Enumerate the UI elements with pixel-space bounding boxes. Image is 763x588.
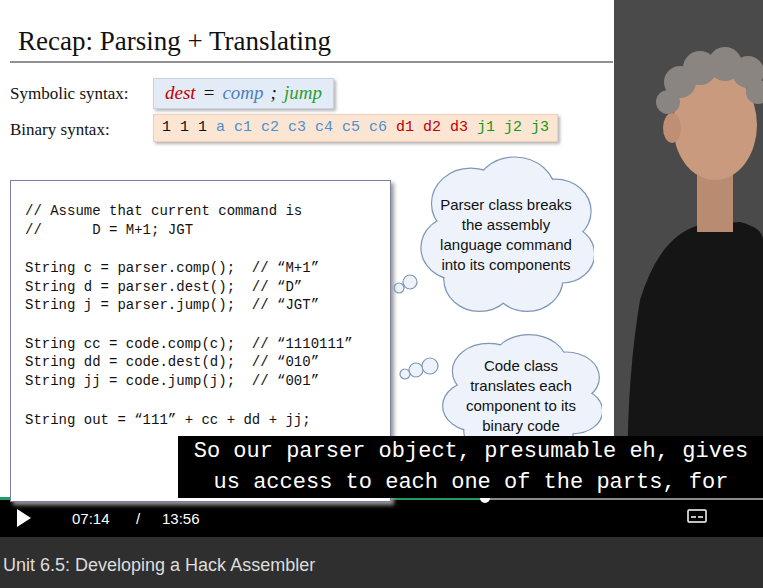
cloud-outline — [418, 156, 594, 314]
syntax-field: = — [203, 82, 216, 104]
time-separator: / — [136, 510, 140, 527]
time-current: 07:14 — [72, 510, 110, 527]
video-title: Unit 6.5: Developing a Hack Assembler — [3, 555, 315, 576]
code-line: String jj = code.jump(j); // “001” — [25, 372, 380, 391]
symbolic-syntax-box: dest = comp; jump — [153, 78, 334, 109]
callout-text: Code class translates each component to … — [456, 356, 586, 436]
control-bar — [0, 500, 763, 537]
presenter-hair — [656, 47, 763, 114]
syntax-field: dest — [165, 82, 196, 104]
presenter-ear — [663, 113, 681, 143]
code-line: String d = parser.dest(); // “D” — [25, 278, 380, 297]
syntax-field: jump — [284, 82, 322, 104]
syntax-field: ; — [271, 82, 277, 104]
code-line: String j = parser.jump(); // “JGT” — [25, 296, 380, 315]
title-rule — [10, 61, 613, 62]
callout-cloud: Parser class breaks the assembly languag… — [418, 156, 594, 314]
page-footer — [0, 537, 763, 588]
presenter-figure — [628, 47, 763, 500]
slide-title: Recap: Parsing + Translating — [18, 26, 331, 57]
binary-syntax-box: 1 1 1 a c1 c2 c3 c4 c5 c6 d1 d2 d3 j1 j2 j3 — [153, 114, 558, 142]
video-subtitle: So our parser object, presumable eh, giv… — [178, 436, 763, 498]
code-line: // Assume that current command is — [25, 202, 380, 221]
syntax-field: 1 1 1 — [162, 119, 207, 136]
syntax-field: a — [216, 119, 225, 136]
syntax-field: j1 j2 j3 — [477, 119, 549, 136]
syntax-field: d1 d2 d3 — [396, 119, 468, 136]
syntax-field: comp — [222, 82, 263, 104]
play-icon — [17, 509, 31, 527]
video-backdrop — [613, 0, 763, 500]
code-line: String c = parser.comp(); // “M+1” — [25, 259, 380, 278]
code-line: String dd = code.dest(d); // “010” — [25, 353, 380, 372]
row-label: Symbolic syntax: — [10, 84, 129, 104]
code-line: // D = M+1; JGT — [25, 221, 380, 240]
time-total: 13:56 — [162, 510, 200, 527]
row-label: Binary syntax: — [10, 120, 110, 140]
caption-icon — [688, 510, 706, 522]
callout-text: Parser class breaks the assembly languag… — [435, 195, 577, 275]
code-line: String cc = code.comp(c); // “1110111” — [25, 335, 380, 354]
thought-bubble — [394, 275, 438, 379]
code-line: String out = “111” + cc + dd + jj; — [25, 411, 380, 430]
syntax-field: c1 c2 c3 c4 c5 c6 — [234, 119, 387, 136]
